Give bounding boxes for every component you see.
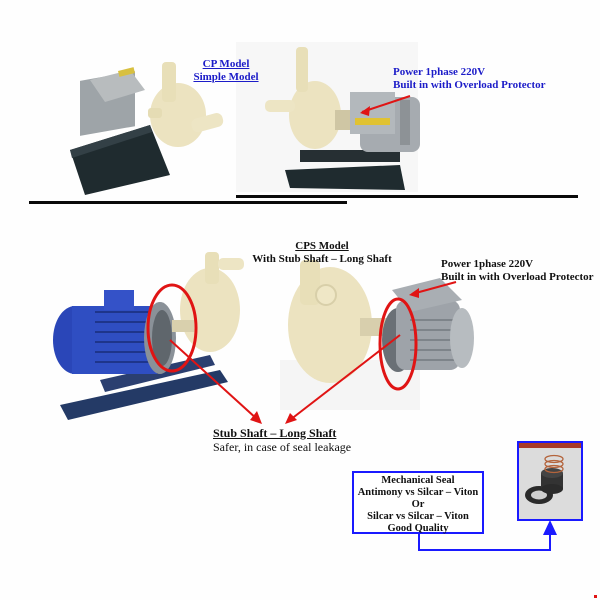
shaft-note: Stub Shaft – Long Shaft Safer, in case o… xyxy=(213,426,383,454)
cp-pump-left-illustration xyxy=(70,62,224,195)
seal-line-5: Good Quality xyxy=(387,523,449,534)
seal-line-1: Mechanical Seal xyxy=(381,475,455,486)
connector-arrowhead xyxy=(543,520,557,535)
mechanical-seal-box: Mechanical Seal Antimony vs Silcar – Vit… xyxy=(352,471,484,534)
shaft-note-title: Stub Shaft – Long Shaft xyxy=(213,426,337,440)
power-note-top: Power 1phase 220V Built in with Overload… xyxy=(393,66,593,92)
power-note-bottom-line1: Power 1phase 220V xyxy=(441,258,534,270)
cp-model-subtitle[interactable]: Simple Model xyxy=(193,71,259,83)
seal-line-2: Antimony vs Silcar – Viton xyxy=(357,487,479,498)
cp-model-label[interactable]: CP Model Simple Model xyxy=(186,58,266,84)
highlight-circle-blue-pump xyxy=(146,283,198,373)
highlight-circle-grey-pump xyxy=(378,297,418,391)
cp-pump-right-illustration xyxy=(265,47,420,190)
arrow-power-bottom xyxy=(411,281,457,295)
power-note-bottom-line2: Built in with Overload Protector xyxy=(441,271,594,283)
corner-marker xyxy=(594,595,597,598)
power-note-top-line1: Power 1phase 220V xyxy=(393,66,486,78)
cps-model-subtitle: With Stub Shaft – Long Shaft xyxy=(252,253,392,265)
cp-model-title[interactable]: CP Model xyxy=(202,58,250,70)
arrowheads xyxy=(250,106,419,424)
cps-model-label: CPS Model With Stub Shaft – Long Shaft xyxy=(236,240,408,266)
seal-connector xyxy=(418,533,551,551)
divider-line-right xyxy=(236,195,578,198)
power-note-bottom: Power 1phase 220V Built in with Overload… xyxy=(441,258,600,284)
cps-pump-grey-illustration xyxy=(280,260,474,410)
annotation-arrows xyxy=(146,95,457,421)
cps-model-title: CPS Model xyxy=(295,240,349,252)
arrow-stub-shaft-left xyxy=(169,339,259,421)
shaft-note-description: Safer, in case of seal leakage xyxy=(213,440,352,454)
power-note-top-line2: Built in with Overload Protector xyxy=(393,79,546,91)
mechanical-seal-icon xyxy=(519,443,581,519)
mechanical-seal-photo xyxy=(517,441,583,521)
seal-line-4: Silcar vs Silcar – Viton xyxy=(367,511,469,522)
divider-line-left xyxy=(29,201,347,204)
seal-line-3: Or xyxy=(411,499,425,510)
arrow-power-top xyxy=(361,95,411,113)
arrow-stub-shaft-right xyxy=(289,334,401,421)
